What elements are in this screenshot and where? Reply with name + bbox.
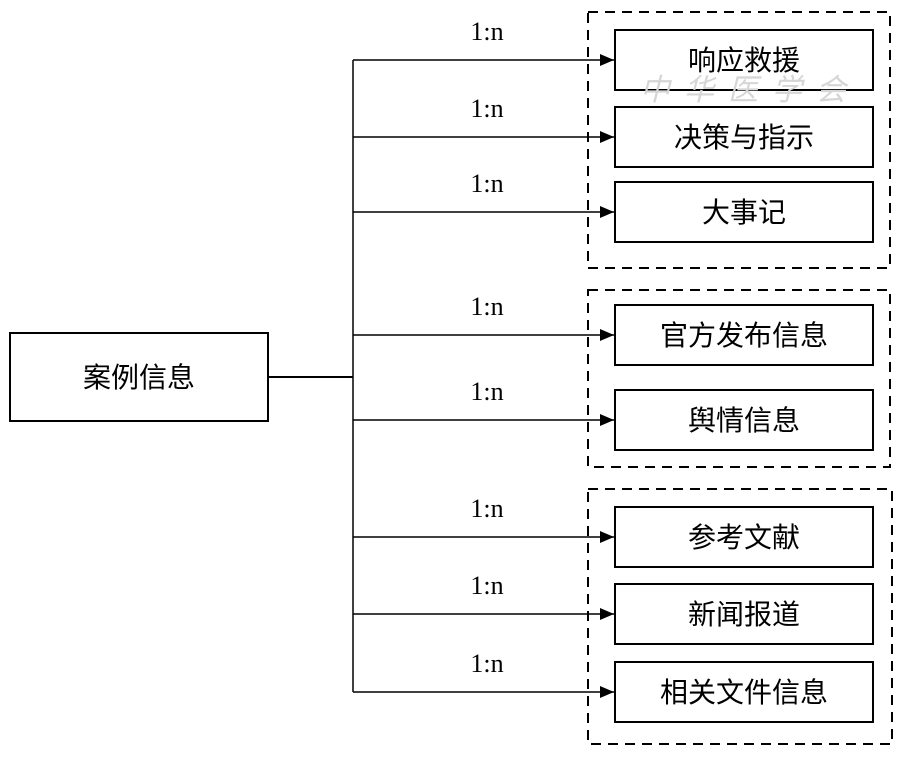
entity-box [614, 661, 874, 723]
group-frame [587, 488, 893, 745]
entity-box [614, 389, 874, 451]
entity-box [614, 106, 874, 168]
root-label: 案例信息 [83, 361, 195, 394]
entity-box [614, 506, 874, 568]
group-frame [587, 289, 891, 468]
relation-label: 1:n [470, 94, 503, 123]
root-node: 案例信息 [9, 332, 269, 422]
entity-label: 官方发布信息 [660, 319, 828, 352]
entity-box [614, 304, 874, 366]
relation-label: 1:n [470, 169, 503, 198]
group-1: 1:n 响应救援 1:n 决策与指示 1:n 大事记 [353, 11, 891, 269]
relation-label: 1:n [470, 649, 503, 678]
entity-label: 决策与指示 [674, 121, 814, 154]
entity-label: 大事记 [702, 196, 786, 229]
entity-box [614, 29, 874, 91]
relation-label: 1:n [470, 17, 503, 46]
entity-label: 参考文献 [688, 521, 800, 554]
entity-label: 响应救援 [688, 44, 800, 77]
entity-label: 舆情信息 [688, 404, 800, 437]
entity-box [614, 583, 874, 645]
watermark: 中华医学会 [640, 73, 860, 108]
entity-label: 相关文件信息 [660, 676, 828, 709]
group-3: 1:n 参考文献 1:n 新闻报道 1:n 相关文件信息 [353, 488, 893, 745]
group-2: 1:n 官方发布信息 1:n 舆情信息 [353, 289, 891, 468]
relation-label: 1:n [470, 292, 503, 321]
entity-box [614, 181, 874, 243]
relation-label: 1:n [470, 571, 503, 600]
group-frame [587, 11, 891, 269]
relation-label: 1:n [470, 377, 503, 406]
relation-label: 1:n [470, 494, 503, 523]
entity-label: 新闻报道 [688, 598, 800, 631]
